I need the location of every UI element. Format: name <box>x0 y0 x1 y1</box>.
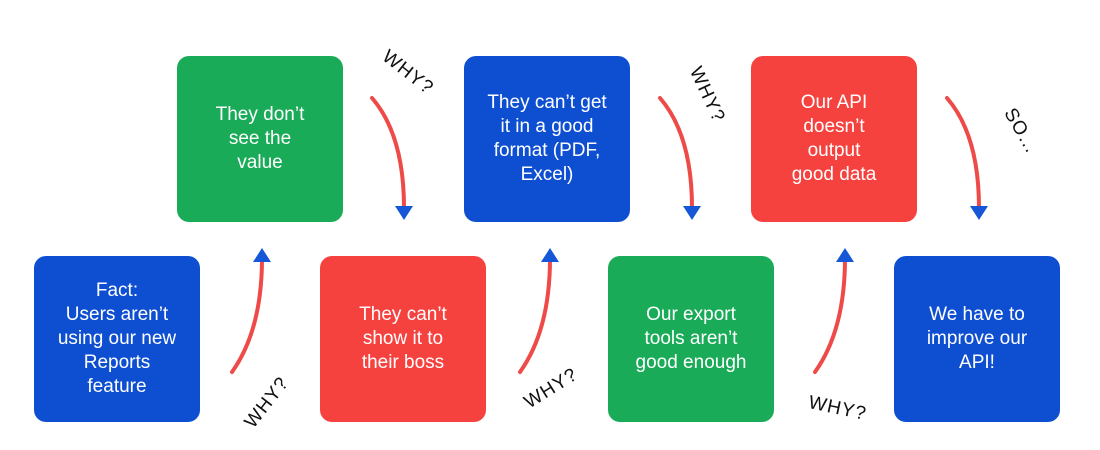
arrow-up-1 <box>230 256 264 374</box>
arrow-head-up-1 <box>253 248 271 262</box>
arrow-down-3 <box>945 96 981 210</box>
arrow-head-down-2 <box>683 206 701 220</box>
arrow-down-1 <box>370 96 406 210</box>
step-box-api-output: Our API doesn’t output good data <box>751 56 917 222</box>
step-box-no-value: They don’t see the value <box>177 56 343 222</box>
step-box-improve-api: We have to improve our API! <box>894 256 1060 422</box>
arrow-up-3 <box>813 256 847 374</box>
arrow-head-down-1 <box>395 206 413 220</box>
arrow-head-up-3 <box>836 248 854 262</box>
arrow-up-2 <box>518 256 552 374</box>
step-box-bad-format: They can’t get it in a good format (PDF,… <box>464 56 630 222</box>
arrow-head-down-3 <box>970 206 988 220</box>
step-box-export-tools: Our export tools aren’t good enough <box>608 256 774 422</box>
step-box-cant-show-boss: They can’t show it to their boss <box>320 256 486 422</box>
step-box-fact: Fact: Users aren’t using our new Reports… <box>34 256 200 422</box>
arrow-head-up-2 <box>541 248 559 262</box>
arrow-down-2 <box>658 96 694 210</box>
